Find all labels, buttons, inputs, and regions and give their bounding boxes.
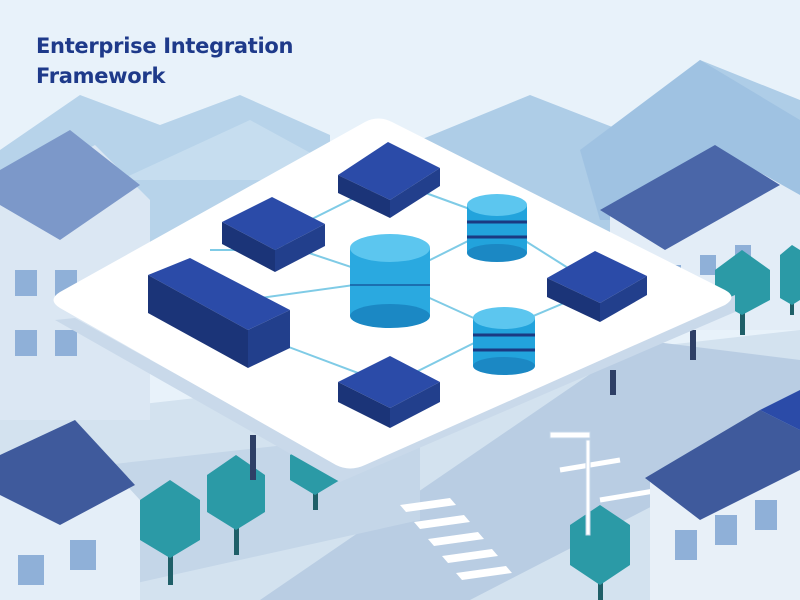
platform-pillars — [250, 330, 696, 480]
module-block-upper-left — [222, 197, 325, 272]
database-lower-right — [473, 307, 535, 375]
crosswalk — [400, 498, 512, 580]
module-block-top — [338, 142, 440, 218]
tree-right-edge — [780, 245, 800, 315]
building-left-front — [0, 420, 140, 600]
tree-left-a — [140, 480, 200, 585]
title-line-1: Enterprise Integration — [36, 34, 294, 58]
module-block-wide — [148, 258, 290, 368]
database-large — [350, 234, 430, 328]
tree-right-bottom — [570, 505, 630, 600]
database-upper-right — [467, 194, 527, 262]
street-lamp — [549, 431, 591, 536]
module-block-bottom — [338, 356, 440, 428]
module-block-right — [547, 251, 647, 322]
building-right-front — [645, 390, 800, 600]
title-line-2: Framework — [36, 64, 166, 88]
page-title: Enterprise Integration Framework — [36, 31, 294, 91]
